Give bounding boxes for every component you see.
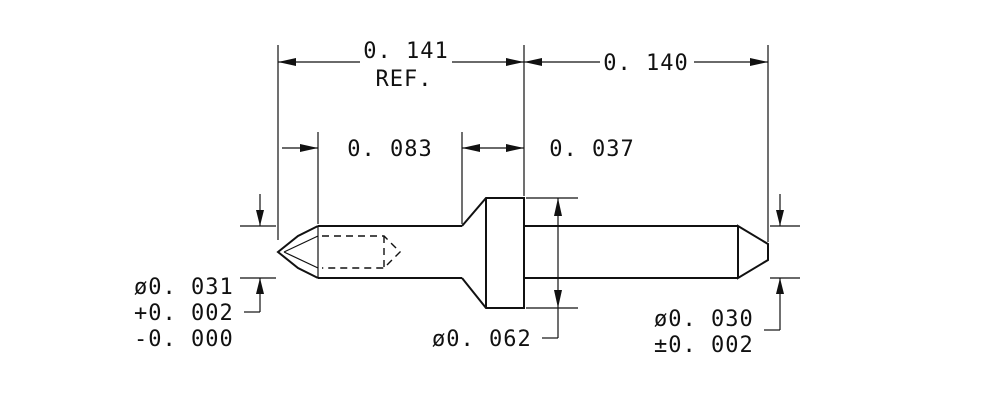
dim-tip-length: 0. 083 (282, 137, 524, 162)
dim-collar-length-value: 0. 037 (549, 137, 634, 162)
tip-cone-lines (283, 226, 319, 278)
hidden-bore (322, 235, 401, 269)
dim-right-length-value: 0. 140 (603, 51, 688, 76)
dim-collar-length: 0. 037 (549, 137, 634, 162)
dim-overall-ref-note: REF. (376, 67, 433, 92)
pin-part (276, 197, 769, 309)
dim-collar-diameter-value: ø0. 062 (432, 327, 532, 352)
right-tip-outline (737, 224, 769, 280)
dim-right-diameter-value: ø0. 030 (654, 307, 754, 332)
dim-overall-ref: 0. 141 REF. (278, 39, 524, 92)
dim-right-diameter: ø0. 030 ±0. 002 (654, 194, 784, 358)
dim-right-diameter-tol: ±0. 002 (654, 333, 754, 358)
dim-collar-diameter: ø0. 062 (432, 198, 562, 352)
dim-left-diameter: ø0. 031 +0. 002 -0. 000 (134, 194, 264, 352)
dim-left-diameter-tol-plus: +0. 002 (134, 301, 234, 326)
dim-overall-ref-value: 0. 141 (363, 39, 448, 64)
dim-left-diameter-tol-minus: -0. 000 (134, 327, 234, 352)
collar-outline (461, 197, 525, 309)
extension-lines (240, 45, 800, 309)
dim-tip-length-value: 0. 083 (347, 137, 432, 162)
dim-left-diameter-value: ø0. 031 (134, 275, 234, 300)
dim-right-length: 0. 140 (524, 51, 768, 76)
left-tip-outline (276, 225, 319, 279)
